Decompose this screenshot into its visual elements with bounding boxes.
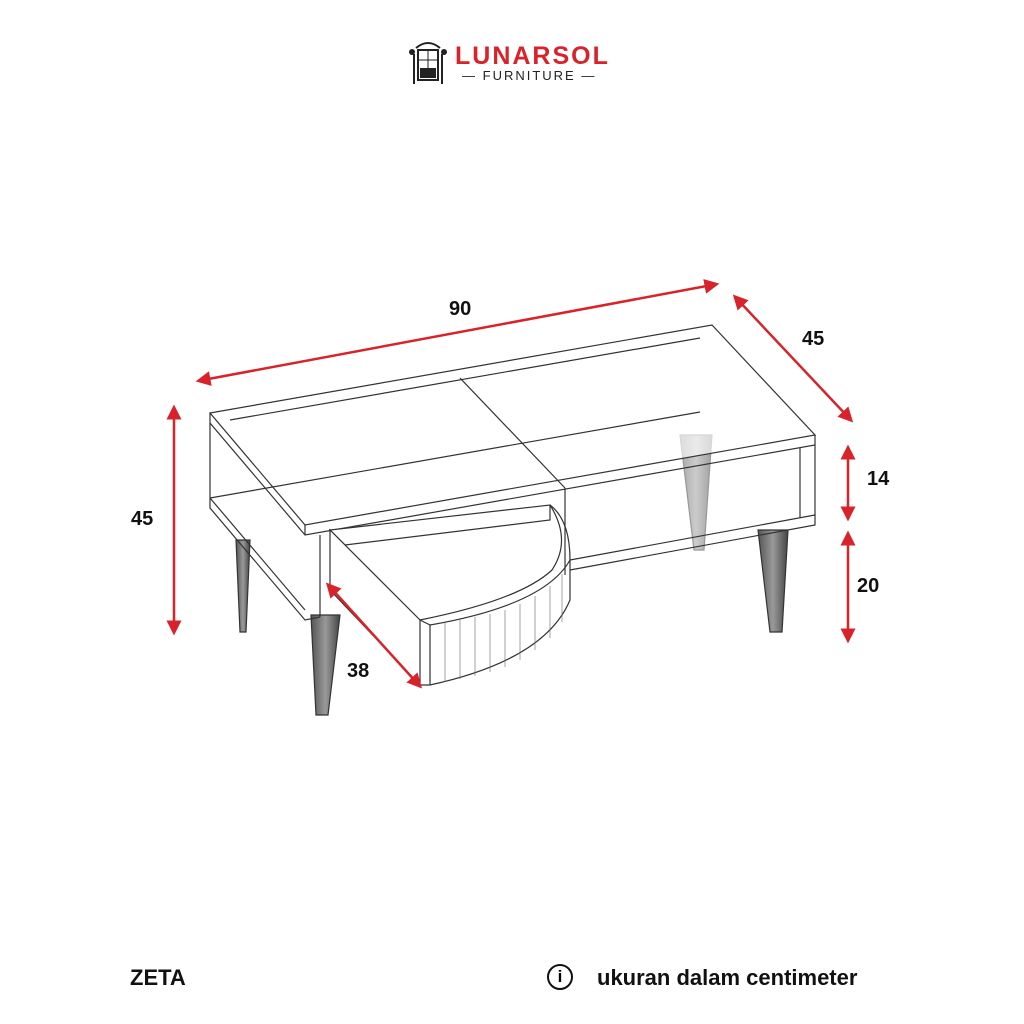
unit-note: ukuran dalam centimeter (597, 965, 858, 990)
brand-subtitle-text: FURNITURE (482, 68, 576, 83)
dimension-arrows (166, 279, 856, 689)
dim-width: 90 (449, 298, 472, 320)
depth-arrow (732, 294, 854, 423)
table-outline (208, 324, 817, 716)
dim-drawer: 38 (347, 660, 370, 682)
drawer-front-lines (444, 574, 563, 682)
product-name: ZETA (130, 965, 186, 990)
brand-name: LUNARSOL (455, 42, 610, 70)
dim-depth: 45 (802, 328, 825, 350)
dim-upper-gap: 14 (867, 468, 890, 490)
info-icon: i (547, 964, 573, 990)
brand-logo-icon (409, 42, 447, 84)
dim-leg-height: 20 (857, 575, 880, 597)
dim-height: 45 (131, 508, 154, 530)
width-arrow (195, 279, 720, 386)
drawer-arrow (325, 582, 423, 689)
brand-subtitle: — FURNITURE — (462, 68, 597, 83)
